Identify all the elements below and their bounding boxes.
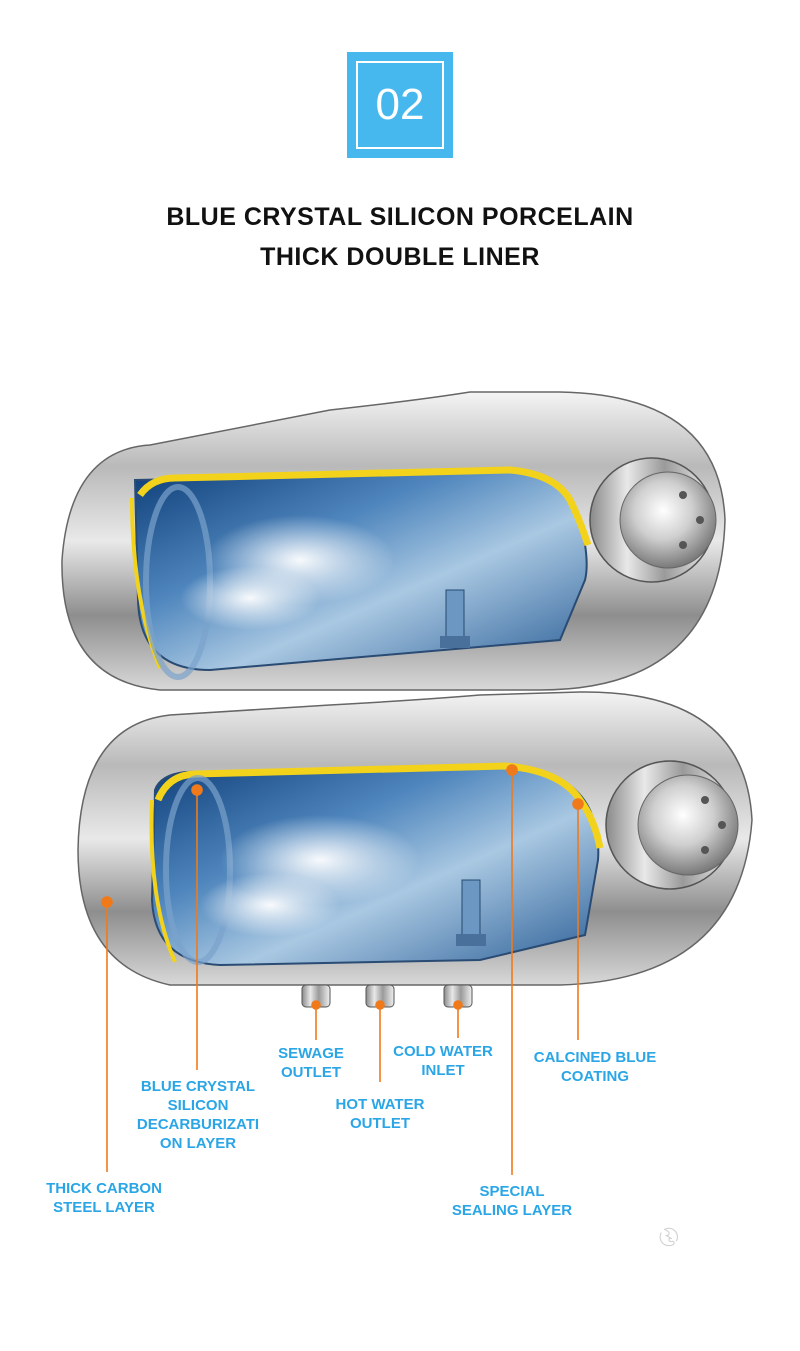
label-crystal-line-3: DECARBURIZATI: [136, 1116, 260, 1133]
pointer-dot-carbon-steel: [101, 896, 113, 908]
label-thick-carbon-steel: THICK CARBON STEEL LAYER: [34, 1179, 174, 1217]
heading-line-2: THICK DOUBLE LINER: [260, 243, 540, 271]
step-number-badge: 02: [347, 52, 453, 158]
label-sealing-line-1: SPECIAL: [479, 1183, 545, 1200]
heading-line-1: BLUE CRYSTAL SILICON PORCELAIN: [166, 203, 634, 231]
label-crystal-line-2: SILICON: [167, 1097, 229, 1114]
label-hot-water-outlet: HOT WATER OUTLET: [318, 1095, 442, 1133]
label-calcined-blue-coating: CALCINED BLUE COATING: [524, 1048, 666, 1086]
pointer-dot-crystal-layer: [191, 784, 203, 796]
label-sealing-line-2: SEALING LAYER: [451, 1202, 573, 1219]
label-crystal-line-4: ON LAYER: [159, 1135, 237, 1152]
pointer-dot-sealing: [506, 764, 518, 776]
label-calcined-line-1: CALCINED BLUE: [533, 1049, 657, 1066]
lower-tank: [77, 691, 753, 1008]
label-cold-water-inlet-line-2: INLET: [421, 1062, 465, 1079]
pointer-dot-sewage: [311, 1000, 321, 1010]
label-cold-water-inlet: COLD WATER INLET: [383, 1042, 503, 1080]
upper-tank: [61, 391, 726, 691]
label-calcined-line-2: COATING: [560, 1068, 630, 1085]
pointer-dot-cold-water: [453, 1000, 463, 1010]
label-sewage-outlet: SEWAGE OUTLET: [266, 1044, 356, 1082]
label-hot-water-line-1: HOT WATER: [335, 1096, 425, 1113]
label-special-sealing-layer: SPECIAL SEALING LAYER: [442, 1182, 582, 1220]
label-cold-water-inlet-line-1: COLD WATER: [393, 1043, 493, 1060]
step-number: 02: [356, 61, 444, 149]
pointer-dot-calcined: [572, 798, 584, 810]
label-hot-water-line-2: OUTLET: [350, 1115, 410, 1132]
label-sewage-outlet-line-2: OUTLET: [281, 1064, 341, 1081]
label-sewage-outlet-line-1: SEWAGE: [278, 1045, 344, 1062]
label-carbon-line-1: THICK CARBON: [46, 1180, 162, 1197]
pointer-lines: [101, 764, 584, 1175]
label-carbon-line-2: STEEL LAYER: [53, 1199, 155, 1216]
label-blue-crystal-layer: BLUE CRYSTAL SILICON DECARBURIZATI ON LA…: [126, 1077, 270, 1153]
pointer-dot-hot-water: [375, 1000, 385, 1010]
label-crystal-line-1: BLUE CRYSTAL: [140, 1078, 256, 1095]
